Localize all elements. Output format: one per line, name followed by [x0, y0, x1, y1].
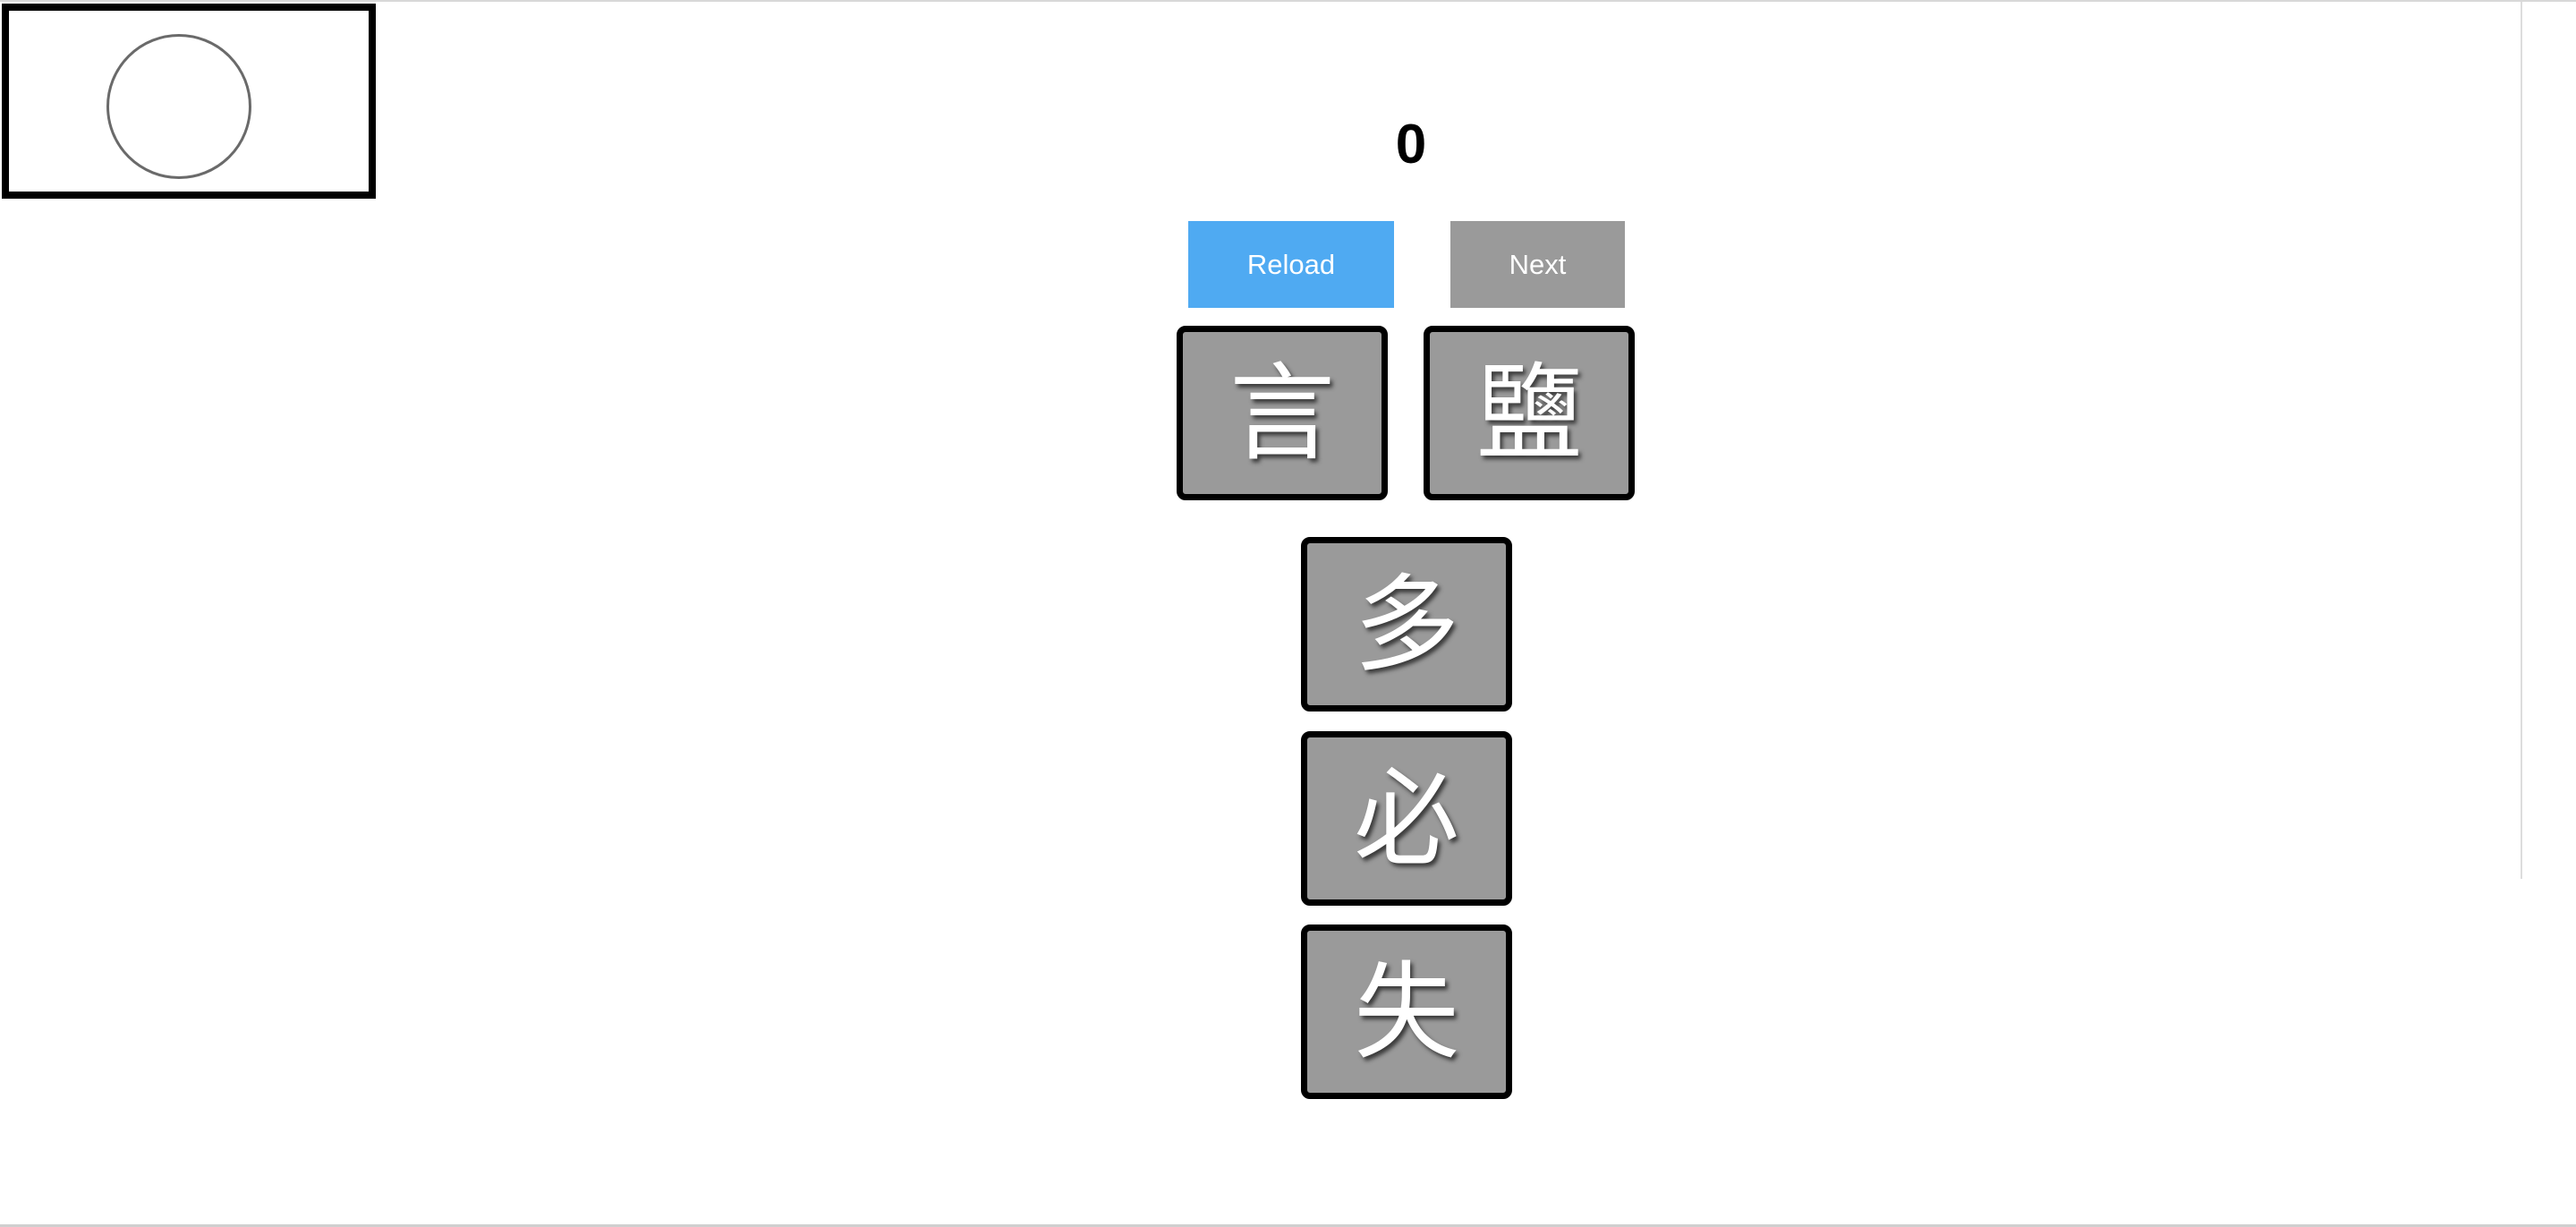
score-display: 0	[1395, 114, 1427, 175]
character-tile[interactable]: 失	[1301, 925, 1512, 1099]
scrollbar-track[interactable]	[2521, 2, 2576, 879]
reload-button[interactable]: Reload	[1188, 221, 1394, 308]
character-tile[interactable]: 鹽	[1424, 326, 1635, 500]
character-tile[interactable]: 必	[1301, 731, 1512, 906]
preview-panel	[2, 4, 376, 199]
character-tile[interactable]: 言	[1177, 326, 1388, 500]
next-button[interactable]: Next	[1450, 221, 1625, 308]
circle-icon	[106, 34, 251, 179]
character-tile[interactable]: 多	[1301, 537, 1512, 711]
